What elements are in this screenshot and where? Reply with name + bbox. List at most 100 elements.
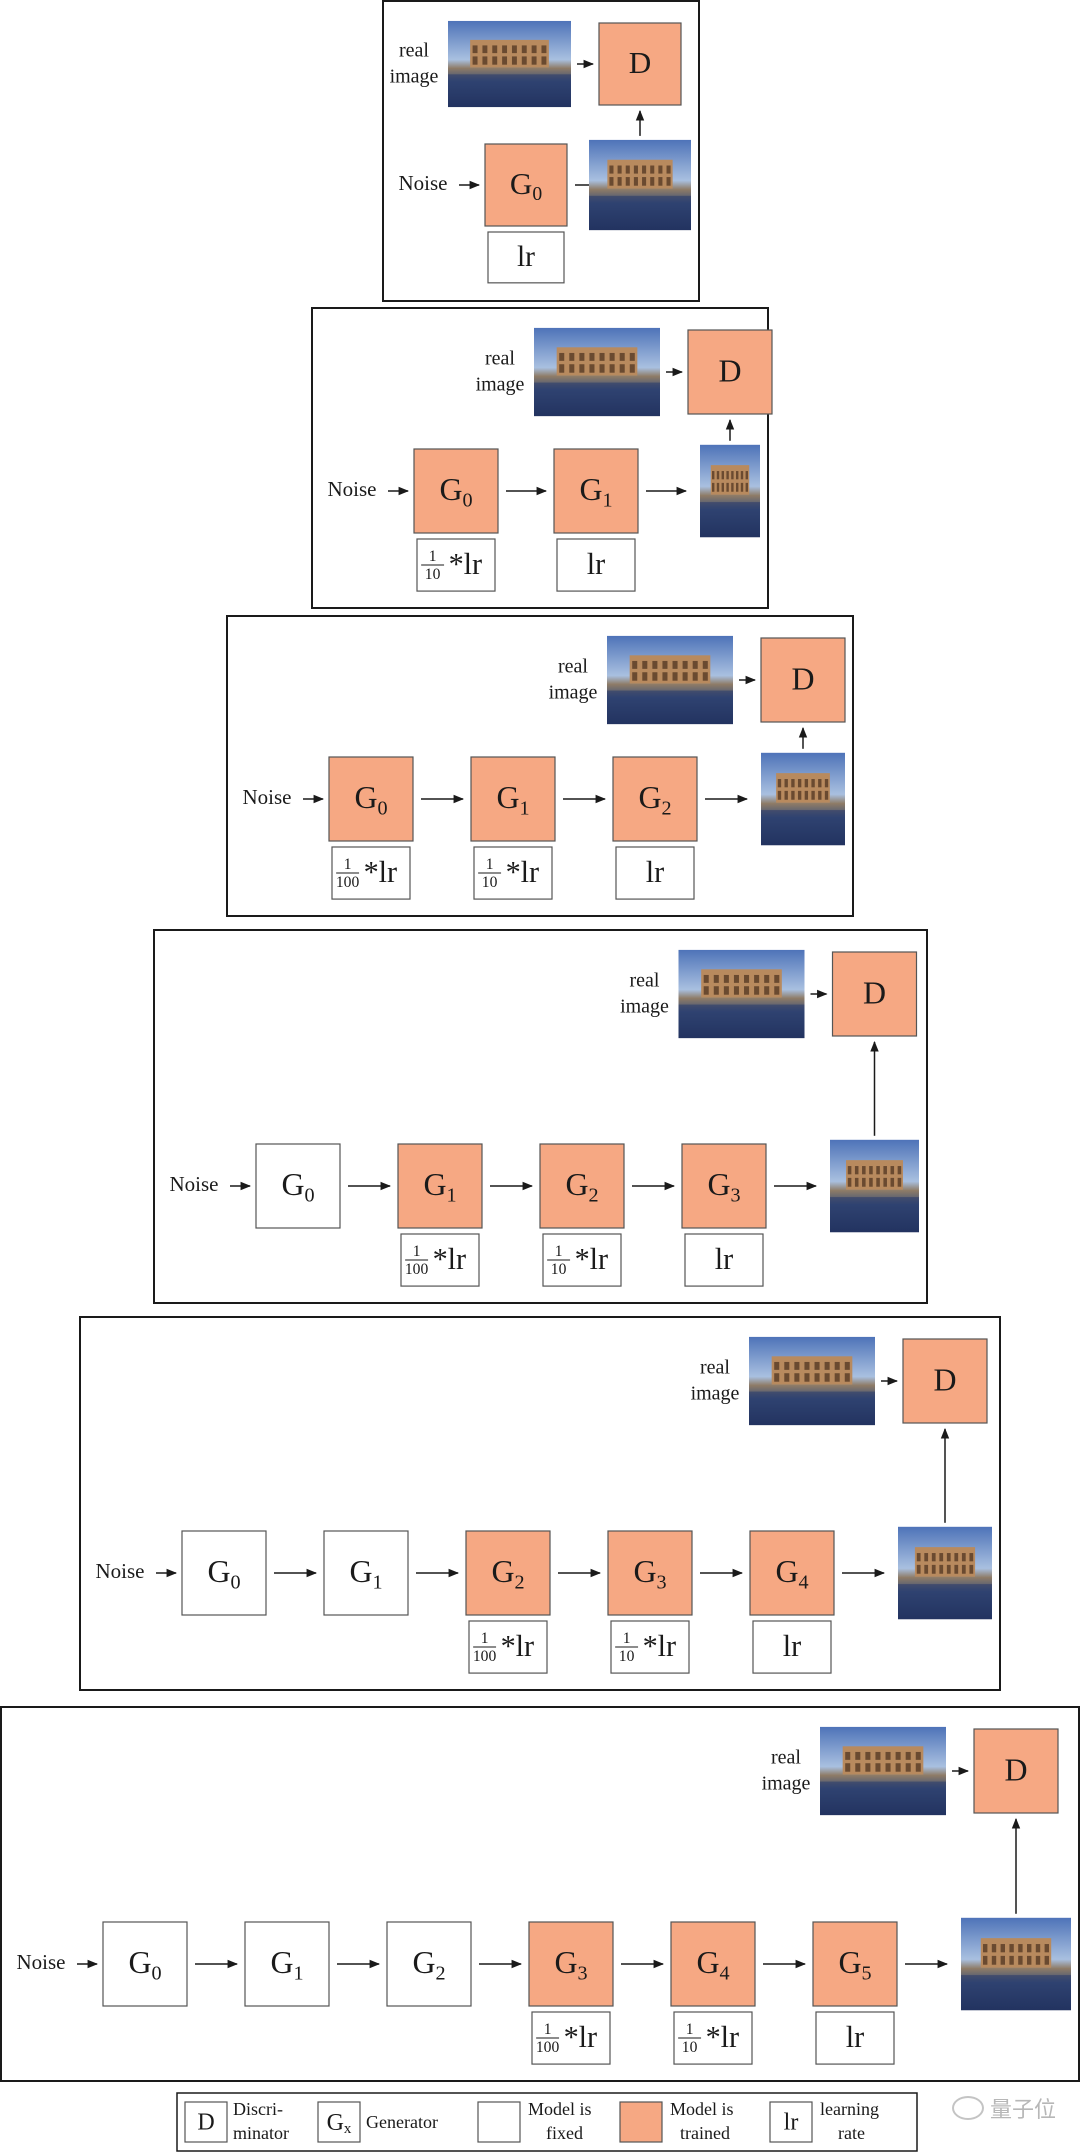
arch: [1044, 1955, 1049, 1965]
generator-label: G0: [439, 472, 472, 511]
arch: [876, 1177, 880, 1187]
lr-text: *lr: [706, 2020, 740, 2054]
generator-label: G1: [496, 780, 529, 819]
stage-frame: [0, 1706, 1080, 2082]
generator-index: 4: [719, 1962, 729, 1984]
generator-index: 2: [661, 797, 671, 819]
arch: [716, 471, 720, 480]
lr-text: *lr: [364, 855, 398, 889]
arch: [629, 352, 635, 361]
learning-rate-box: 110*lr: [542, 1233, 622, 1287]
arch: [702, 660, 708, 669]
arch: [703, 974, 709, 983]
ground: [700, 502, 760, 538]
discriminator-label: D: [1004, 1752, 1027, 1787]
fraction-numerator: 1: [481, 1630, 489, 1647]
arch: [764, 974, 770, 983]
fraction-denominator: 100: [405, 1261, 429, 1278]
arch: [559, 352, 565, 361]
arch: [736, 482, 739, 492]
trained-model-box: [484, 143, 568, 227]
lr-frame: [752, 1620, 832, 1674]
arch: [619, 364, 625, 373]
arch: [541, 45, 547, 54]
generator-label: G1: [270, 1945, 303, 1984]
arch: [961, 1564, 966, 1574]
arch: [1035, 1955, 1041, 1965]
real-label-bottom: image: [549, 682, 598, 704]
colosseum-body: [914, 1547, 976, 1577]
generator-index: 1: [372, 1571, 382, 1593]
legend-fixed-line1: Model is: [528, 2099, 592, 2119]
generator-index: 5: [861, 1962, 871, 1984]
legend-frame: [176, 2092, 918, 2152]
arch: [745, 482, 748, 492]
real-label-bottom: image: [691, 1383, 740, 1405]
legend-fixed-box: [477, 2101, 521, 2143]
arch: [804, 779, 809, 788]
noise-label: Noise: [399, 171, 448, 195]
arch: [814, 1361, 820, 1370]
noise-label: Noise: [243, 785, 292, 809]
arch: [731, 482, 734, 492]
arch: [774, 986, 780, 995]
arch: [774, 1373, 780, 1382]
arch: [905, 1763, 911, 1772]
discriminator-box: [760, 637, 846, 723]
arch: [619, 352, 625, 361]
trained-model-box: [328, 756, 414, 842]
learning-rate-box: 110*lr: [416, 538, 496, 592]
lr-text: *lr: [575, 1242, 609, 1276]
discriminator-label: D: [629, 45, 652, 80]
learning-rate-box: lr: [556, 538, 636, 592]
arch: [804, 1361, 810, 1370]
generator-G3: G3: [681, 1143, 767, 1229]
noise-label: Noise: [17, 1950, 66, 1974]
arch: [642, 177, 647, 186]
arch: [883, 1177, 887, 1187]
fixed-model-box: [181, 1530, 267, 1616]
arch: [726, 482, 729, 492]
arch: [969, 1553, 974, 1562]
arch: [511, 45, 517, 54]
trained-model-box: [539, 1143, 625, 1229]
legend-lr-symbol: lr: [784, 2110, 799, 2136]
generated-image: [961, 1917, 1071, 2011]
arch: [855, 1751, 861, 1760]
arch: [662, 672, 668, 681]
lr-text: *lr: [501, 1629, 535, 1663]
legend-gx-sub: x: [344, 2121, 352, 2137]
arch: [804, 790, 809, 800]
stage-frame: [226, 615, 854, 917]
arch: [876, 1166, 880, 1175]
arch: [1044, 1944, 1049, 1953]
arch: [723, 986, 729, 995]
colosseum-body: [776, 773, 830, 803]
arch: [652, 660, 658, 669]
discriminator-box: [902, 1338, 988, 1424]
fixed-model-box: [102, 1921, 188, 2007]
arch: [939, 1564, 944, 1574]
generator-letter: G: [491, 1554, 514, 1589]
arch: [774, 1361, 780, 1370]
arch: [784, 1361, 790, 1370]
arch: [633, 165, 638, 174]
ground: [761, 810, 845, 846]
fraction-numerator: 1: [429, 548, 437, 565]
watermark-text: 量子位: [989, 2098, 1056, 2123]
real-image: [749, 1336, 875, 1426]
arch: [559, 364, 565, 373]
arch: [472, 56, 478, 65]
generator-letter: G: [270, 1945, 293, 1980]
arch: [629, 364, 635, 373]
arch: [797, 790, 802, 800]
arch: [609, 364, 615, 373]
legend-lr-line2: rate: [838, 2123, 865, 2143]
generator-G4: G4: [749, 1530, 835, 1616]
generator-letter: G: [554, 1945, 577, 1980]
colosseum-body: [842, 1746, 924, 1775]
arch: [885, 1763, 891, 1772]
real-image: [534, 327, 660, 417]
arch: [1009, 1955, 1014, 1965]
